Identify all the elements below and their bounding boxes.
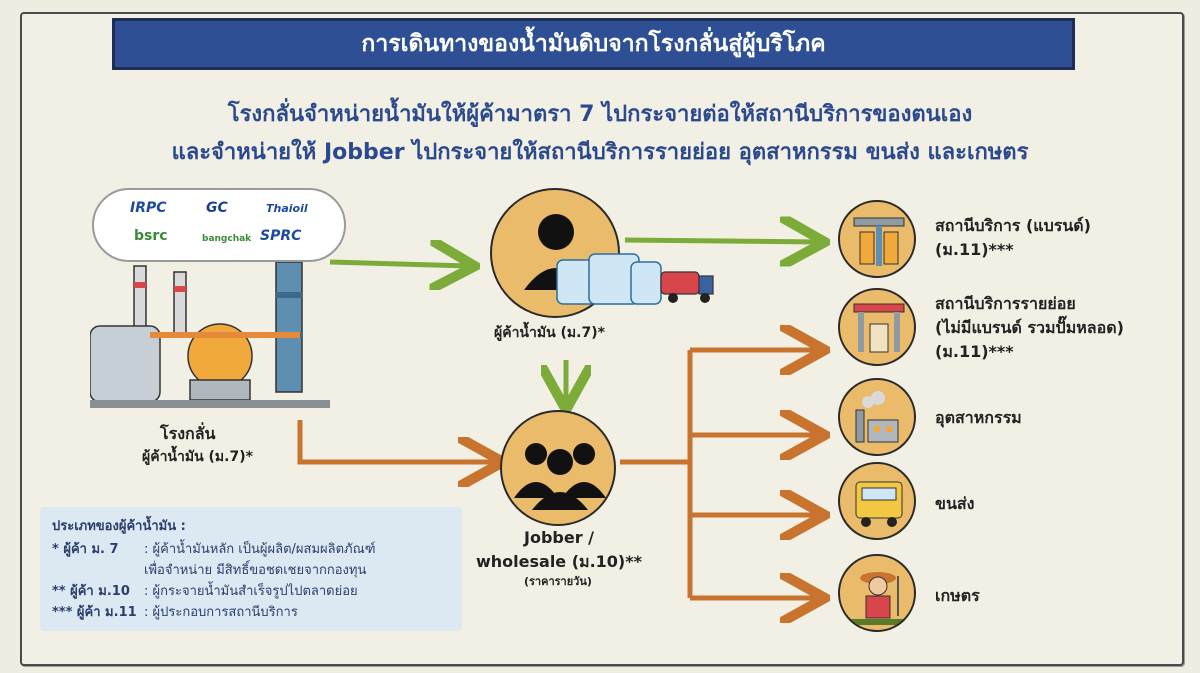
trader-label: ผู้ค้าน้ำมัน (ม.7)* <box>494 325 605 341</box>
legend-row-m11: *** ผู้ค้า ม.11 : ผู้ประกอบการสถานีบริกา… <box>52 601 450 622</box>
brand-station-line1: สถานีบริการ (แบรนด์) <box>935 216 1091 235</box>
trader-types-legend: ประเภทของผู้ค้าน้ำมัน : * ผู้ค้า ม. 7 : … <box>40 507 462 631</box>
factory-icon <box>855 391 899 443</box>
industry-circle <box>838 378 916 456</box>
legend-value-m11: : ผู้ประกอบการสถานีบริการ <box>144 605 298 620</box>
subtitle-line-2: และจำหน่ายให้ Jobber ไปกระจายให้สถานีบริ… <box>171 140 1029 165</box>
legend-value-m7-line2: เพื่อจำหน่าย มีสิทธิ์ขอชดเชยจากกองทุน <box>144 563 367 578</box>
legend-heading: ประเภทของผู้ค้าน้ำมัน : <box>52 519 186 534</box>
logo-irpc: IRPC <box>130 200 167 216</box>
jobber-price-note: (ราคารายวัน) <box>524 575 592 588</box>
legend-row-m7-cont: เพื่อจำหน่าย มีสิทธิ์ขอชดเชยจากกองทุน <box>52 559 450 580</box>
title-banner: การเดินทางของน้ำมันดิบจากโรงกลั่นสู่ผู้บ… <box>112 18 1075 70</box>
legend-value-m10: : ผู้กระจายน้ำมันสำเร็จรูปไปตลาดย่อย <box>144 584 358 599</box>
jobber-label-line1: Jobber / <box>524 528 595 547</box>
small-station-line1: สถานีบริการรายย่อย <box>935 294 1076 313</box>
logo-bsrc: bsrc <box>134 228 168 244</box>
legend-key-m11: *** ผู้ค้า ม.11 <box>52 605 137 620</box>
page-title: การเดินทางของน้ำมันดิบจากโรงกลั่นสู่ผู้บ… <box>361 31 826 57</box>
legend-row-m7: * ผู้ค้า ม. 7 : ผู้ค้าน้ำมันหลัก เป็นผู้… <box>52 538 450 559</box>
truck-icon <box>855 481 903 527</box>
oil-tanks-truck-icon <box>556 253 714 305</box>
transport-circle <box>838 462 916 540</box>
refinery-name: โรงกลั่น <box>160 424 216 443</box>
logo-bangchak: bangchak <box>202 234 252 244</box>
industry-label: อุตสาหกรรม <box>935 408 1022 427</box>
refinery-logos-cloud: IRPC GC Thaioil bsrc bangchak SPRC <box>92 188 346 262</box>
refinery-illustration <box>90 262 330 408</box>
small-station-line2: (ไม่มีแบรนด์ รวมปั๊มหลอด) <box>935 318 1124 337</box>
group-icon <box>514 443 606 510</box>
agriculture-circle <box>838 554 916 632</box>
small-pump-icon <box>853 303 905 353</box>
logo-gc: GC <box>206 200 228 216</box>
transport-label: ขนส่ง <box>935 494 975 513</box>
farmer-icon <box>844 572 914 625</box>
refinery-role: ผู้ค้าน้ำมัน (ม.7)* <box>142 449 253 465</box>
jobber-circle <box>500 410 616 526</box>
legend-key-m7: * ผู้ค้า ม. 7 <box>52 542 119 557</box>
legend-value-m7-line1: : ผู้ค้าน้ำมันหลัก เป็นผู้ผลิต/ผสมผลิตภั… <box>144 542 376 557</box>
gas-station-icon <box>853 217 905 266</box>
legend-row-m10: ** ผู้ค้า ม.10 : ผู้กระจายน้ำมันสำเร็จรู… <box>52 580 450 601</box>
logo-sprc: SPRC <box>260 228 302 244</box>
brand-station-circle <box>838 200 916 278</box>
subtitle-line-1: โรงกลั่นจำหน่ายน้ำมันให้ผู้ค้ามาตรา 7 ไป… <box>227 102 973 127</box>
brand-station-line2: (ม.11)*** <box>935 240 1014 259</box>
agriculture-label: เกษตร <box>935 586 980 605</box>
legend-key-m10: ** ผู้ค้า ม.10 <box>52 584 130 599</box>
logo-thaioil: Thaioil <box>266 202 308 215</box>
small-station-line3: (ม.11)*** <box>935 342 1014 361</box>
small-station-circle <box>838 288 916 366</box>
jobber-label-line2: wholesale (ม.10)** <box>476 552 642 571</box>
